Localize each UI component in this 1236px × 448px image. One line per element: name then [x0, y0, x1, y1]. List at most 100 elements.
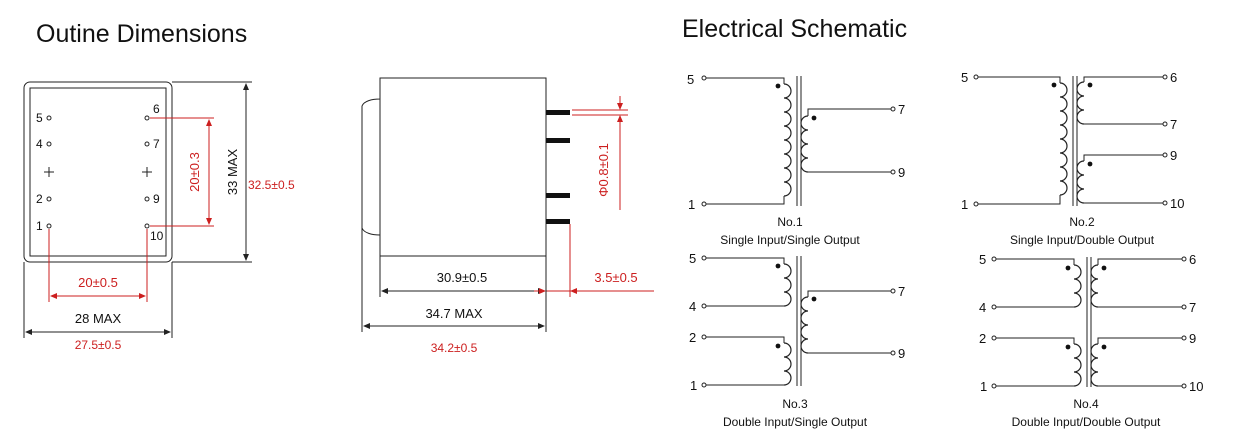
height-max-label: 33 MAX — [225, 149, 240, 196]
schematic-4-primary-coil-a — [1073, 264, 1082, 308]
schematic-2-secondary-coil-a — [1076, 81, 1085, 125]
schematic-3-primary-coil-a — [783, 263, 792, 307]
schematic-4-dot — [1065, 344, 1071, 350]
pin-pitch-h-ext-lines — [48, 229, 148, 302]
schematic-3-wire — [706, 257, 785, 264]
schematic-3-wire — [706, 336, 785, 343]
pin-label-1: 1 — [36, 219, 43, 233]
pin-10 — [144, 223, 150, 229]
schematic-1-core — [796, 76, 802, 206]
schematic-1-terminal — [890, 169, 896, 175]
height-ext-lines — [172, 81, 252, 263]
schematic-3-pin-9: 9 — [898, 346, 905, 361]
schematic-3-secondary-coil — [800, 296, 809, 354]
schematic-1-secondary-coil — [800, 115, 809, 173]
schematic-4-dot — [1101, 344, 1107, 350]
schematic-2-dot — [1087, 82, 1093, 88]
schematic-1: 5 1 7 9 No.1 Single Input/Single Output — [687, 72, 905, 247]
schematic-4-terminal — [1181, 383, 1187, 389]
schematic-2: 5 1 6 7 9 10 No.2 Single Input/Double Ou… — [961, 70, 1184, 247]
width-ext-lines — [23, 262, 173, 338]
schematic-4-secondary-coil-b — [1090, 343, 1099, 387]
schematic-2-terminal — [1162, 200, 1168, 206]
side-pin-1 — [546, 110, 570, 115]
pin-6 — [144, 115, 150, 121]
pin-dia-ext-lines — [572, 109, 628, 116]
schematic-3-caption: Double Input/Single Output — [723, 415, 868, 429]
schematic-3-pin-5: 5 — [689, 251, 696, 266]
schematic-2-terminal — [1162, 152, 1168, 158]
pin-4 — [46, 141, 52, 147]
schematic-4-secondary-coil-a — [1090, 264, 1099, 308]
schematic-4-primary-coil-b — [1073, 343, 1082, 387]
pin-label-7: 7 — [153, 137, 160, 151]
schematic-2-terminal — [1162, 74, 1168, 80]
schematic-2-pin-10: 10 — [1170, 196, 1184, 211]
pin-label-4: 4 — [36, 137, 43, 151]
schematic-3-dot — [775, 343, 781, 349]
schematic-3-dot — [775, 263, 781, 269]
pin-pitch-horizontal-label: 20±0.5 — [78, 275, 118, 290]
schematic-2-primary-coil — [1059, 82, 1068, 196]
package-outline — [23, 81, 173, 263]
schematic-4-dot — [1101, 265, 1107, 271]
schematic-4-terminal — [1181, 335, 1187, 341]
schematic-4-terminal — [991, 304, 997, 310]
schematic-4-wire — [1097, 337, 1182, 344]
pin-length-label: 3.5±0.5 — [594, 270, 637, 285]
schematic-4-wire — [1097, 258, 1182, 265]
schematic-3-number: No.3 — [782, 397, 808, 411]
schematic-2-wire — [1083, 76, 1163, 82]
schematic-3-pin-2: 2 — [689, 330, 696, 345]
width-label: 27.5±0.5 — [75, 338, 122, 352]
pin-label-2: 2 — [36, 192, 43, 206]
schematic-title: Electrical Schematic — [682, 15, 907, 43]
length-label: 34.2±0.5 — [431, 341, 478, 355]
schematic-2-wire — [978, 195, 1061, 205]
length-max-label: 34.7 MAX — [425, 306, 482, 321]
schematic-4-terminal — [991, 383, 997, 389]
schematic-3-dot — [811, 296, 817, 302]
schematic-3-primary-coil-b — [783, 342, 792, 386]
side-view: Φ0.8±0.1 30.9±0.5 3.5±0.5 34.7 MAX 34.2±… — [361, 77, 654, 355]
pin-label-9: 9 — [153, 192, 160, 206]
pin-2 — [46, 196, 52, 202]
body-label: 30.9±0.5 — [437, 270, 488, 285]
schematic-1-pin-5: 5 — [687, 72, 694, 87]
schematic-4-dot — [1065, 265, 1071, 271]
pin-pitch-vertical-label: 20±0.3 — [187, 152, 202, 192]
schematic-3-terminal — [890, 350, 896, 356]
schematic-2-number: No.2 — [1069, 215, 1095, 229]
schematic-4-pin-6: 6 — [1189, 252, 1196, 267]
schematic-4-terminal — [1181, 256, 1187, 262]
schematic-4-pin-10: 10 — [1189, 379, 1203, 394]
schematic-3-terminal — [701, 334, 707, 340]
schematic-1-caption: Single Input/Single Output — [720, 233, 860, 247]
schematic-2-terminal — [1162, 121, 1168, 127]
schematic-1-pin-1: 1 — [688, 197, 695, 212]
schematic-4-wire — [996, 337, 1075, 344]
schematic-3-terminal — [701, 382, 707, 388]
schematic-4-pin-4: 4 — [979, 300, 986, 315]
schematic-3-wire — [807, 290, 891, 297]
schematic-1-terminal — [701, 201, 707, 207]
schematic-1-dot — [775, 83, 781, 89]
schematic-2-terminal — [973, 201, 979, 207]
schematic-4-core — [1086, 257, 1092, 387]
schematic-3-core — [796, 256, 802, 386]
pin-5 — [46, 115, 52, 121]
pin-1 — [46, 223, 52, 229]
pin-label-5: 5 — [36, 111, 43, 125]
schematic-2-pin-7: 7 — [1170, 117, 1177, 132]
schematic-4-number: No.4 — [1073, 397, 1099, 411]
length-ext-lines — [361, 228, 547, 332]
pin-7 — [144, 141, 150, 147]
schematic-3-pin-7: 7 — [898, 284, 905, 299]
schematic-4-terminal — [991, 256, 997, 262]
schematic-1-pin-7: 7 — [898, 102, 905, 117]
pin-diameter-label: Φ0.8±0.1 — [596, 143, 611, 197]
schematic-1-wire — [807, 108, 891, 116]
schematic-4-pin-2: 2 — [979, 331, 986, 346]
schematic-1-terminal — [701, 75, 707, 81]
